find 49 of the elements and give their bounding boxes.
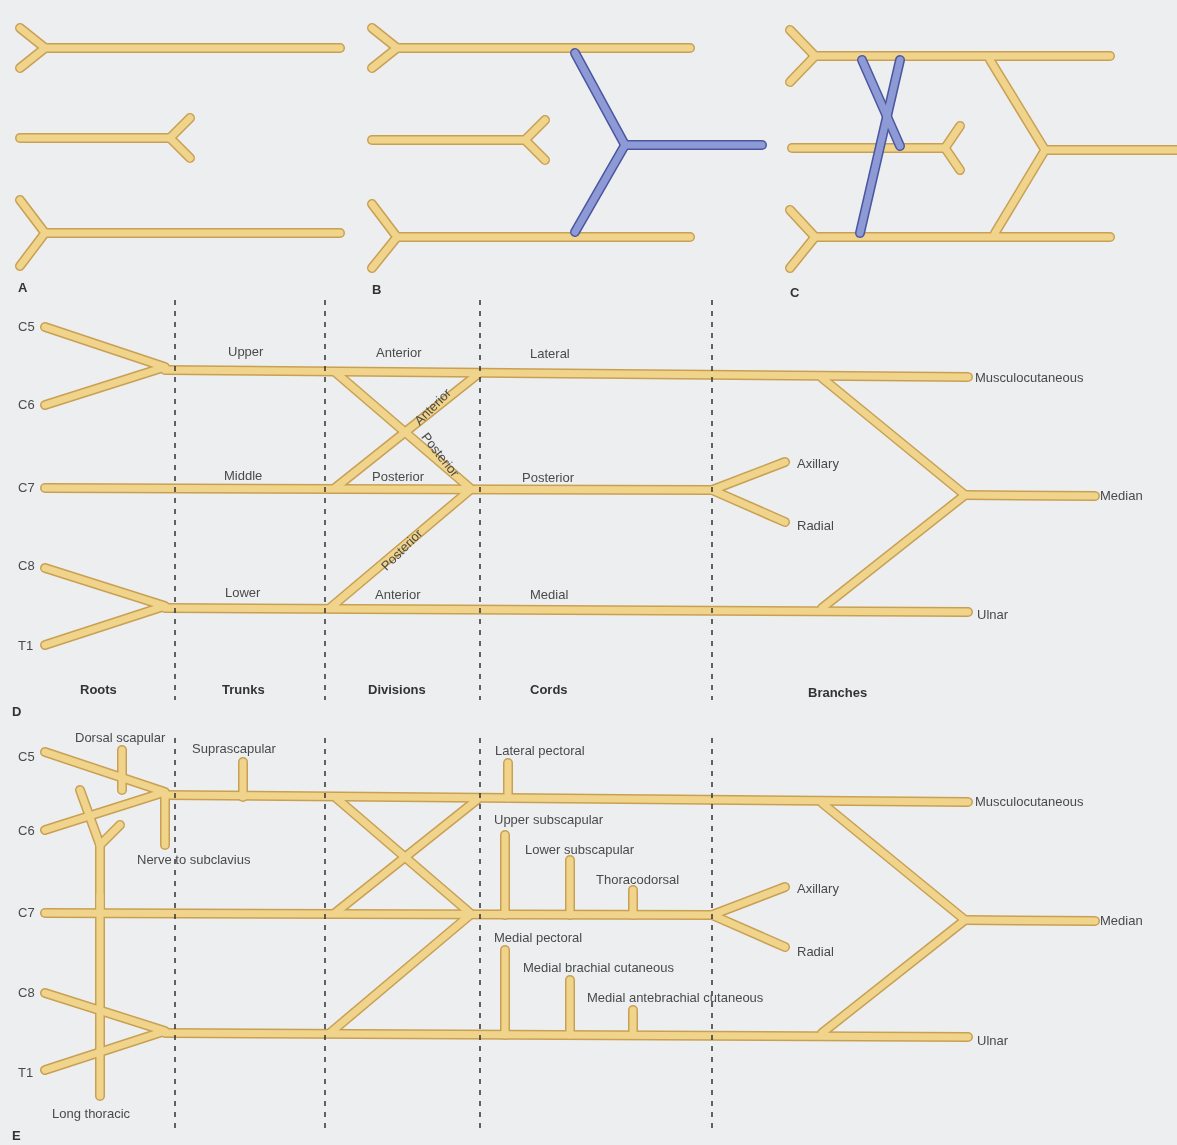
root-label: C6 <box>18 823 35 839</box>
column-heading: Divisions <box>368 682 426 698</box>
branch-label: Ulnar <box>977 607 1009 623</box>
branch-label: Median <box>1100 913 1143 929</box>
nerve-label: Thoracodorsal <box>596 872 680 888</box>
branch-label: Radial <box>797 518 834 534</box>
root-label: C8 <box>18 985 35 1001</box>
column-heading: Branches <box>808 685 868 701</box>
cord-label: Posterior <box>522 470 575 486</box>
nerve-label: Long thoracic <box>52 1106 131 1122</box>
branch-label: Axillary <box>797 881 839 897</box>
root-label: T1 <box>18 638 34 654</box>
division-label: Anterior <box>376 345 422 361</box>
nerve-label: Lateral pectoral <box>495 743 585 759</box>
trunk-label: Upper <box>228 344 264 360</box>
panel-letter: C <box>790 285 800 301</box>
root-label: C5 <box>18 319 35 335</box>
column-heading: Cords <box>530 682 568 698</box>
root-label: T1 <box>18 1065 34 1081</box>
nerve-label: Medial brachial cutaneous <box>523 960 675 976</box>
panel-letter: B <box>372 282 382 298</box>
root-label: C7 <box>18 480 35 496</box>
root-label: C8 <box>18 558 35 574</box>
panel-letter: D <box>12 704 22 720</box>
column-heading: Trunks <box>222 682 265 698</box>
nerve-label: Dorsal scapular <box>75 730 166 746</box>
branch-label: Radial <box>797 944 834 960</box>
root-label: C7 <box>18 905 35 921</box>
nerve-label: Nerve to subclavius <box>137 852 251 868</box>
column-heading: Roots <box>80 682 117 698</box>
nerve-label: Upper subscapular <box>494 812 604 828</box>
panel-letter: E <box>12 1128 21 1144</box>
root-label: C6 <box>18 397 35 413</box>
cord-label: Lateral <box>530 346 570 362</box>
branch-label: Musculocutaneous <box>975 794 1084 810</box>
nerve-label: Suprascapular <box>192 741 276 757</box>
trunk-label: Middle <box>224 468 263 484</box>
branch-label: Musculocutaneous <box>975 370 1084 386</box>
cord-label: Medial <box>530 587 569 603</box>
nerve-label: Medial antebrachial cutaneous <box>587 990 764 1006</box>
panel-letter: A <box>18 280 28 296</box>
trunk-label: Lower <box>225 585 261 601</box>
root-label: C5 <box>18 749 35 765</box>
branch-label: Axillary <box>797 456 839 472</box>
nerve-label: Medial pectoral <box>494 930 583 946</box>
branch-label: Median <box>1100 488 1143 504</box>
division-label: Anterior <box>375 587 421 603</box>
nerve-label: Lower subscapular <box>525 842 635 858</box>
branch-label: Ulnar <box>977 1033 1009 1049</box>
